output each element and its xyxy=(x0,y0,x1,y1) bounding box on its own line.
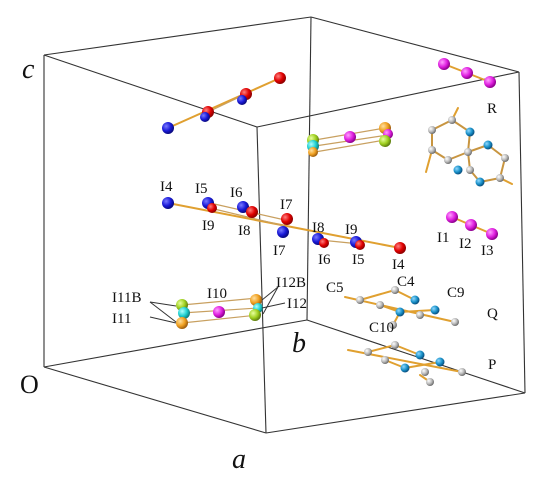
iodine-atom xyxy=(438,58,450,70)
label-i1: I1 xyxy=(437,230,450,246)
iodine-atom xyxy=(249,309,261,321)
top-iodine-chain xyxy=(162,72,286,134)
label-c9: C9 xyxy=(447,285,465,301)
label-q: Q xyxy=(487,306,498,322)
label-i11: I11 xyxy=(112,311,131,327)
label-i7b: I7 xyxy=(273,243,286,259)
origin-label: O xyxy=(20,370,39,399)
label-c10: C10 xyxy=(369,320,394,336)
iodine-atom xyxy=(379,135,391,147)
label-i4b: I4 xyxy=(392,257,405,273)
iodine-atom xyxy=(237,95,247,105)
label-i12b: I12B xyxy=(276,275,306,291)
label-i9: I9 xyxy=(202,218,215,234)
iodine-atom xyxy=(486,228,498,240)
nitrogen-atom xyxy=(453,165,463,175)
nitrogen-atom xyxy=(400,363,410,373)
label-i10: I10 xyxy=(207,286,227,302)
label-i11b: I11B xyxy=(112,290,141,306)
label-i5b: I5 xyxy=(352,252,365,268)
label-c5: C5 xyxy=(326,280,344,296)
label-i8: I8 xyxy=(238,223,251,239)
iodine-atom xyxy=(162,122,174,134)
unit-cell-edges xyxy=(43,16,526,434)
iodine-atom xyxy=(484,76,496,88)
nitrogen-atom xyxy=(415,350,425,360)
upper-iodine-cluster xyxy=(307,122,393,157)
iodine-atom xyxy=(308,147,318,157)
iodine-atom xyxy=(162,197,174,209)
label-r: R xyxy=(487,101,497,117)
iodine-atom xyxy=(274,72,286,84)
label-p: P xyxy=(488,357,496,373)
nitrogen-atom xyxy=(395,307,405,317)
top-right-triiodide xyxy=(438,58,496,88)
iodine-atom xyxy=(319,238,329,248)
iodine-atom xyxy=(461,67,473,79)
nitrogen-atom xyxy=(465,127,475,137)
iodine-atom xyxy=(176,317,188,329)
molecule-q xyxy=(344,286,459,329)
molecule-r xyxy=(425,107,513,187)
axis-a-label: a xyxy=(232,444,246,475)
iodine-atom xyxy=(200,112,210,122)
iodine-atom xyxy=(281,213,293,225)
label-c4: C4 xyxy=(397,274,415,290)
iodine-atom xyxy=(250,294,262,306)
iodine-atom xyxy=(344,131,356,143)
right-triiodide xyxy=(446,211,498,240)
label-i9b: I9 xyxy=(345,222,358,238)
iodine-atom xyxy=(394,242,406,254)
label-i4: I4 xyxy=(160,179,173,195)
iodine-atom xyxy=(178,307,190,319)
nitrogen-atom xyxy=(483,140,493,150)
nitrogen-atom xyxy=(475,177,485,187)
iodine-atom xyxy=(213,306,225,318)
iodine-atom xyxy=(446,211,458,223)
iodine-atom xyxy=(246,206,258,218)
label-i5: I5 xyxy=(195,181,208,197)
label-i6b: I6 xyxy=(318,252,331,268)
iodine-atom xyxy=(355,240,365,250)
nitrogen-atom xyxy=(410,295,420,305)
label-i12: I12 xyxy=(287,296,307,312)
label-i2: I2 xyxy=(459,236,472,252)
nitrogen-atom xyxy=(435,357,445,367)
nitrogen-atom xyxy=(430,305,440,315)
middle-iodine-chain xyxy=(162,197,406,254)
label-i6: I6 xyxy=(230,185,243,201)
label-i8b: I8 xyxy=(312,220,325,236)
axis-b-label: b xyxy=(292,328,306,359)
iodine-atom xyxy=(237,201,249,213)
iodine-atom xyxy=(207,203,217,213)
iodine-atom xyxy=(465,219,477,231)
label-i7: I7 xyxy=(280,197,293,213)
molecule-p xyxy=(347,341,466,386)
iodine-atom xyxy=(277,226,289,238)
lower-iodine-cluster xyxy=(149,286,286,329)
axis-c-label: c xyxy=(22,54,35,85)
label-i3: I3 xyxy=(481,243,494,259)
